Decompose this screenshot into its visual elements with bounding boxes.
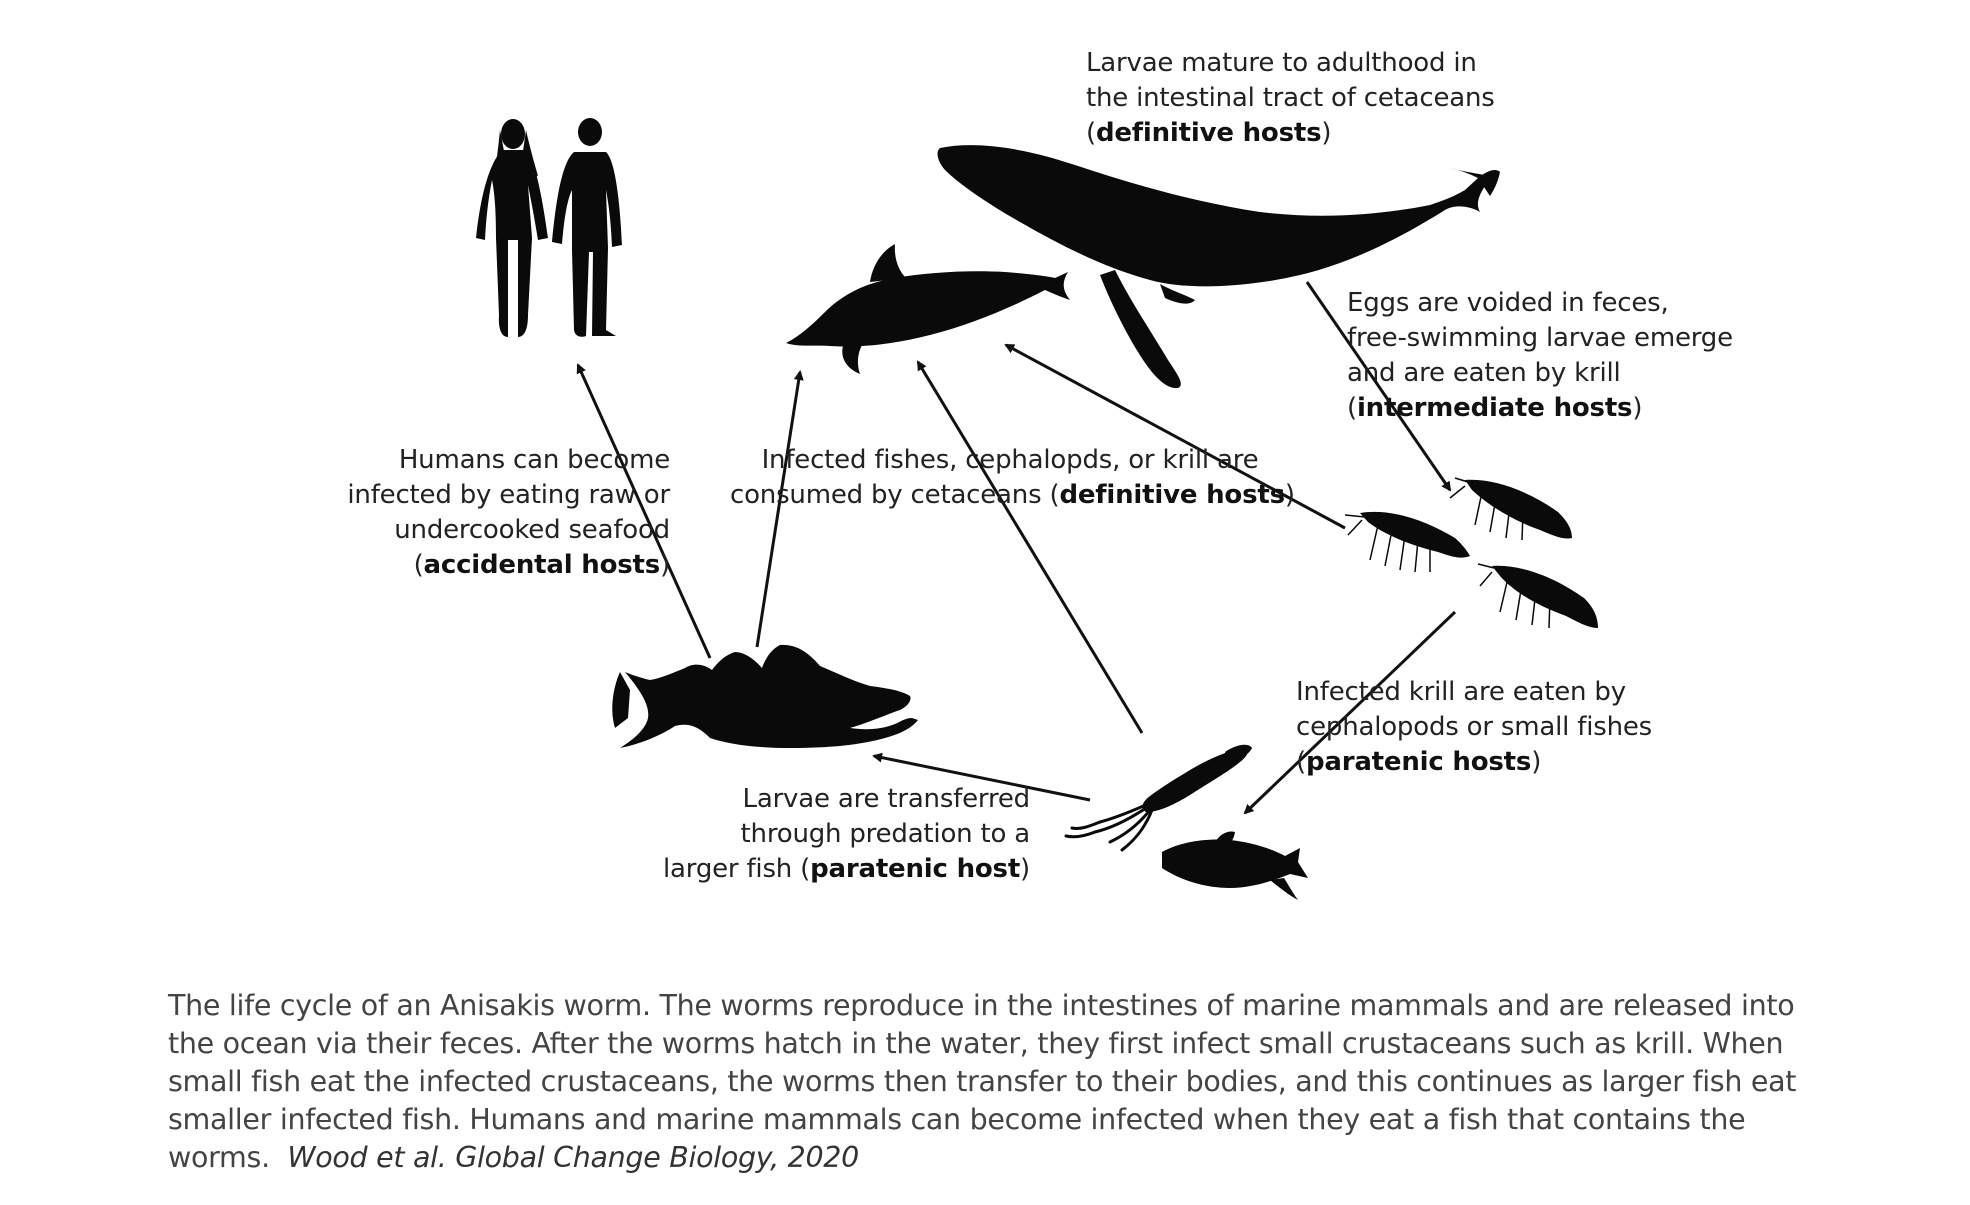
label-transferred-line-2: through predation to a (740, 819, 1031, 849)
figure-caption: The life cycle of an Anisakis worm. The … (168, 987, 1818, 1177)
squid-silhouette (1064, 744, 1252, 852)
label-humans-line-4: (accidental hosts) (413, 550, 671, 580)
arrow-krill-to-dolphin (1004, 343, 1346, 530)
label-adult-definitive-hosts: Larvae mature to adulthood in the intest… (1086, 46, 1495, 151)
krill-2 (1449, 477, 1572, 541)
label-consumed-line-1: Infected fishes, cephalopds, or krill ar… (761, 445, 1259, 475)
life-cycle-diagram: Larvae mature to adulthood in the intest… (300, 46, 1733, 900)
humans-silhouette (476, 118, 622, 337)
caption-credit: Wood et al. Global Change Biology, 2020 (287, 1141, 859, 1174)
krill-3 (1477, 563, 1598, 629)
label-humans-line-1: Humans can become (398, 445, 670, 475)
label-krill-eaten-line-2: cephalopods or small fishes (1296, 712, 1652, 742)
label-transferred-line-1: Larvae are transferred (742, 784, 1031, 814)
arrow-squid-to-dolphin (916, 360, 1144, 734)
krill-silhouette (1344, 477, 1598, 629)
krill-1 (1344, 511, 1470, 573)
label-transferred-paratenic-host: Larvae are transferred through predation… (640, 782, 1030, 887)
label-humans-line-3: undercooked seafood (394, 515, 670, 545)
label-eggs-line-3: and are eaten by krill (1347, 358, 1621, 388)
arrow-squid-to-cod (872, 752, 1091, 802)
label-humans-line-2: infected by eating raw or (347, 480, 670, 510)
label-krill-eaten-line-3: (paratenic hosts) (1296, 747, 1542, 777)
label-adult-line-1: Larvae mature to adulthood in (1086, 48, 1477, 78)
cod-silhouette (612, 644, 918, 748)
label-consumed-line-2: consumed by cetaceans (definitive hosts) (730, 480, 1295, 510)
label-transferred-line-3: larger fish (paratenic host) (663, 854, 1030, 884)
small-fish-silhouette (1162, 831, 1308, 900)
arrow-krill-to-squid (1243, 610, 1457, 815)
caption-text: The life cycle of an Anisakis worm. The … (168, 989, 1797, 1174)
label-eggs-intermediate-hosts: Eggs are voided in feces, free-swimming … (1347, 286, 1733, 426)
label-krill-eaten-paratenic-hosts: Infected krill are eaten by cephalopods … (1296, 675, 1652, 780)
arrow-cod-to-humans (576, 363, 712, 659)
label-adult-line-2: the intestinal tract of cetaceans (1086, 83, 1495, 113)
arrow-cod-to-dolphin (755, 370, 804, 648)
diagram-canvas (476, 118, 1598, 900)
label-krill-eaten-line-1: Infected krill are eaten by (1296, 677, 1626, 707)
label-adult-line-3: (definitive hosts) (1086, 118, 1332, 148)
whale-silhouette (937, 145, 1500, 389)
arrow-whale-to-krill (1305, 281, 1452, 492)
label-humans-accidental-hosts: Humans can become infected by eating raw… (300, 443, 670, 583)
label-eggs-line-1: Eggs are voided in feces, (1347, 288, 1669, 318)
label-consumed-definitive-hosts: Infected fishes, cephalopds, or krill ar… (730, 443, 1295, 513)
label-eggs-line-2: free-swimming larvae emerge (1347, 323, 1733, 353)
dolphin-silhouette (786, 244, 1070, 374)
label-eggs-line-4: (intermediate hosts) (1347, 393, 1643, 423)
